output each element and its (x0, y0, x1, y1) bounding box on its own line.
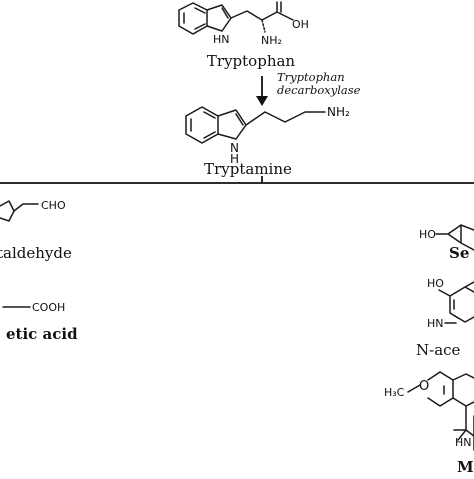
right-compound-2-label: N-ace (416, 341, 461, 359)
tryptamine-amine: NH₂ (327, 105, 350, 119)
right-compound-3-ring (427, 371, 474, 407)
right-compound-2-ring (438, 281, 474, 323)
right-compound-3-o-link (407, 371, 441, 393)
right-compound-1-ring (435, 224, 474, 251)
right-compound-1-hydroxyl: HO (419, 228, 436, 241)
left-aldehyde-group: CHO (41, 199, 66, 212)
tryptamine-pyrrole-ring (217, 109, 247, 140)
tryptophan-ring-nh: HN (213, 33, 230, 46)
tryptamine-structure: NH₂ N H (185, 105, 350, 166)
right-compound-3-label: M (457, 458, 474, 474)
left-acid-label: etic acid (6, 325, 78, 343)
left-acid-group: COOH (32, 301, 65, 314)
right-compound-3-ring-nh: HN (455, 436, 472, 449)
right-compound-2-structure: HO HN (427, 277, 474, 330)
decarboxylation-arrowhead (256, 96, 268, 106)
right-compound-1-label: Se (449, 244, 469, 262)
tryptamine-ring-h: H (230, 152, 239, 166)
enzyme-name-line2: decarboxylase (277, 83, 361, 97)
tryptophan-structure: HN OH NH₂ (178, 1, 309, 47)
left-aldehyde-chain (13, 203, 39, 212)
right-compound-3-lower-ring (453, 405, 474, 451)
right-compound-2-ring-nh: HN (427, 317, 444, 330)
right-compound-3-structure: H₃C O HN (384, 371, 474, 451)
tryptamine-ring-n: N (230, 141, 239, 155)
tryptamine-ethyl-chain (245, 111, 326, 126)
tryptophan-benzene-ring (178, 2, 208, 35)
left-aldehyde-ring-fragment (0, 200, 15, 222)
left-aldehyde-label: taldehyde (0, 244, 72, 262)
tryptophan-pyrrole-ring (206, 4, 232, 32)
tryptamine-label: Tryptamine (204, 160, 292, 178)
tryptophan-acid-oh: OH (292, 18, 309, 31)
right-compound-2-hydroxyl: HO (427, 277, 444, 290)
right-compound-1-structure: HO (419, 224, 474, 251)
left-acid-structure: COOH (2, 301, 65, 314)
left-aldehyde-structure: CHO (0, 199, 66, 222)
tryptophan-side-chain (230, 1, 294, 21)
tryptamine-benzene-ring (185, 106, 219, 144)
enzyme-name-line1: Tryptophan (277, 70, 345, 84)
right-compound-3-methoxy: H₃C (384, 386, 405, 399)
tryptophan-label: Tryptophan (207, 52, 296, 70)
tryptophan-alpha-wedge (261, 19, 266, 33)
right-compound-3-oxygen: O (419, 379, 429, 394)
tryptophan-amine: NH₂ (261, 34, 282, 47)
